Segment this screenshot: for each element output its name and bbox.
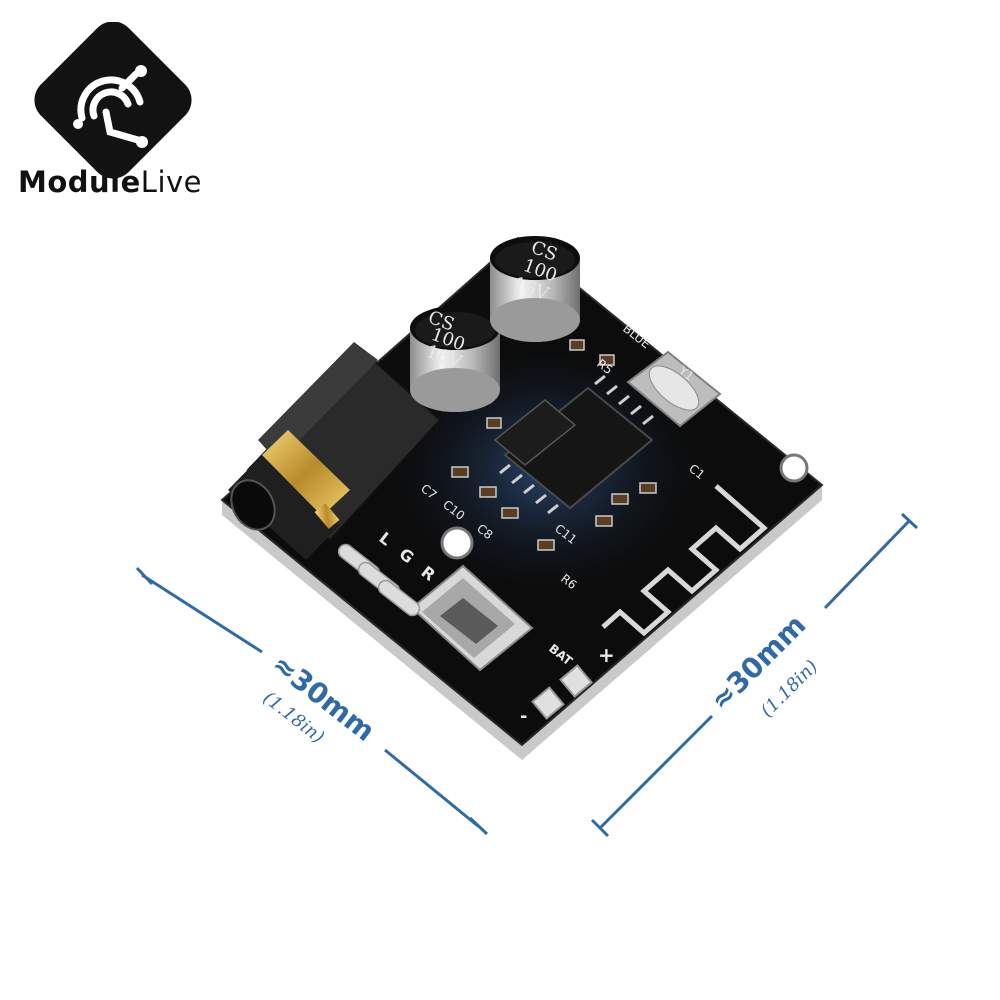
dimension-line-left	[135, 566, 489, 836]
brand-name: ModuleLive	[18, 165, 202, 199]
mounting-hole-right	[779, 453, 809, 483]
capacitor-left	[410, 306, 500, 412]
label-plus: +	[598, 643, 615, 667]
battery-pads	[531, 664, 593, 720]
mounting-hole-center	[440, 526, 474, 560]
brand-part-1: Module	[18, 165, 141, 199]
brand-part-2: Live	[140, 165, 203, 199]
modulelive-logo-icon	[34, 22, 192, 179]
main-ic-chip	[503, 386, 654, 510]
micro-usb-port	[410, 564, 534, 672]
capacitor-right	[490, 236, 580, 342]
antenna-trace	[601, 484, 768, 637]
smd-components	[451, 339, 657, 551]
label-minus: -	[520, 706, 527, 727]
ic-pins	[499, 374, 654, 515]
audio-jack	[228, 342, 442, 560]
dimension-right-label: ≈30mm	[704, 608, 813, 717]
dimension-line-right	[590, 512, 919, 838]
crystal-oscillator	[626, 350, 722, 428]
secondary-chip	[493, 399, 577, 466]
solder-pads	[337, 543, 421, 617]
